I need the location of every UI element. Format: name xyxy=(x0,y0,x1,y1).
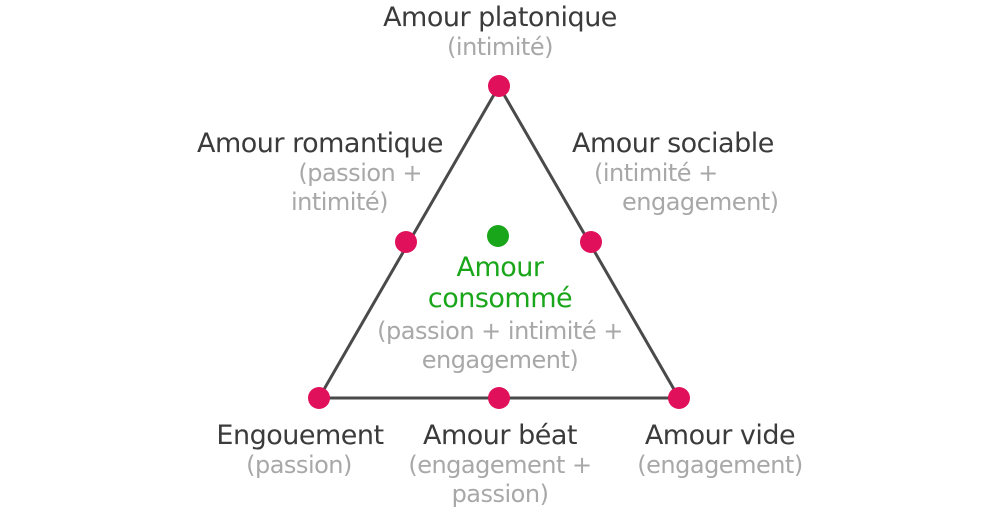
label-title: Amour vide xyxy=(644,420,796,451)
node-amour-romantique xyxy=(395,231,417,253)
label-subtitle-line-1: (passion + xyxy=(298,159,422,187)
label-title: Amour platonique xyxy=(383,2,617,33)
node-amour-consomme xyxy=(487,225,509,247)
label-subtitle: (intimité) xyxy=(447,33,553,61)
label-title: Amour béat xyxy=(423,420,577,451)
label-amour-romantique: Amour romantique (passion + intimité) xyxy=(190,128,450,217)
label-amour-consomme: Amour consommé (passion + intimité + eng… xyxy=(340,252,660,375)
node-amour-sociable xyxy=(580,231,602,253)
label-title: Engouement xyxy=(216,420,384,451)
label-subtitle-line-2: engagement) xyxy=(622,188,779,216)
label-title: Amour sociable xyxy=(572,128,774,159)
label-title-line-1: Amour xyxy=(456,252,544,283)
label-subtitle-line-2: intimité) xyxy=(290,188,389,216)
label-subtitle-line-2: passion) xyxy=(451,480,549,508)
label-amour-platonique: Amour platonique (intimité) xyxy=(360,2,640,62)
label-subtitle-line-2: engagement) xyxy=(421,346,579,374)
label-amour-beat: Amour béat (engagement + passion) xyxy=(390,420,610,509)
node-amour-platonique xyxy=(488,75,510,97)
node-amour-vide xyxy=(668,387,690,409)
label-title: Amour romantique xyxy=(196,128,444,159)
node-engouement xyxy=(308,387,330,409)
label-amour-vide: Amour vide (engagement) xyxy=(610,420,830,480)
label-subtitle-line-1: (engagement + xyxy=(408,451,592,479)
label-amour-sociable: Amour sociable (intimité + engagement) xyxy=(560,128,800,217)
label-engouement: Engouement (passion) xyxy=(200,420,400,480)
label-title-line-2: consommé xyxy=(427,283,573,314)
node-amour-beat xyxy=(488,387,510,409)
label-subtitle: (engagement) xyxy=(637,451,803,479)
label-subtitle-line-1: (passion + intimité + xyxy=(377,317,623,345)
label-subtitle: (passion) xyxy=(246,451,352,479)
label-subtitle-line-1: (intimité + xyxy=(594,159,718,187)
